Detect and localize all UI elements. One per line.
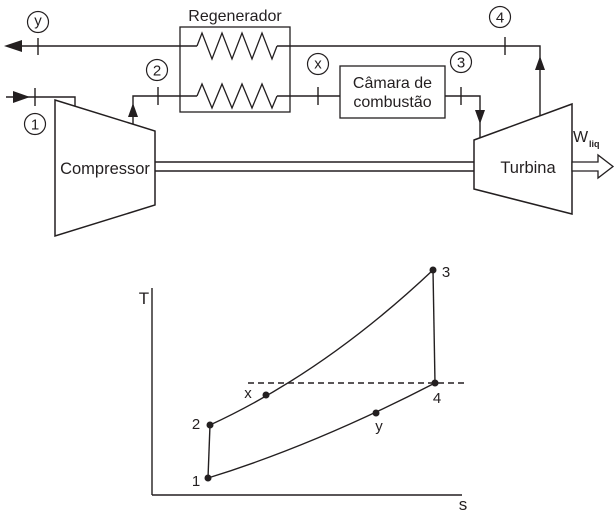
point-3-label: 3: [442, 264, 450, 281]
state-2-circle: [145, 58, 169, 82]
regenerator-box: [179, 26, 291, 113]
combustion-chamber-label-line2: combustão: [353, 94, 431, 111]
entropy-axis-label: s: [459, 495, 468, 514]
net-work-symbol: W: [573, 129, 589, 146]
state-3-circle: [449, 50, 473, 74]
ts-diagram: T s 1 2 x 3 4 y: [139, 264, 468, 514]
point-x-label: x: [244, 385, 252, 402]
point-2-dot: [206, 421, 214, 429]
state-3-label: 3: [457, 55, 465, 72]
state-y-circle: [26, 10, 50, 34]
net-work-subscript: liq: [589, 139, 600, 149]
point-4-label: 4: [433, 390, 441, 407]
point-1-dot: [204, 474, 212, 482]
combustion-outlet-line: [445, 95, 481, 138]
air-inlet-arrowhead: [13, 91, 30, 103]
point-1-label: 1: [192, 473, 200, 490]
process-4-1: [207, 382, 436, 479]
state-x-label: x: [314, 56, 322, 73]
temperature-axis-label: T: [139, 289, 149, 308]
state-y-label: y: [34, 13, 42, 30]
exhaust-outlet-arrowhead: [4, 40, 22, 52]
state-4-marker: 4: [488, 5, 512, 29]
regenerator-label: Regenerador: [188, 8, 282, 25]
process-2-3: [209, 269, 434, 426]
state-x-circle: [306, 52, 330, 76]
point-y-dot: [372, 409, 380, 417]
turbine-exhaust-line: [277, 45, 541, 116]
compressor-outlet-line: [132, 95, 197, 124]
process-1-2: [207, 424, 211, 479]
point-2-label: 2: [192, 416, 200, 433]
point-4-dot: [431, 379, 439, 387]
state-2-label: 2: [153, 63, 161, 80]
state-1-marker: 1: [23, 112, 47, 136]
state-2-marker: 2: [145, 58, 169, 82]
combustion-chamber-box: [339, 65, 446, 119]
state-1-circle: [23, 112, 47, 136]
compressor-body: [54, 98, 156, 238]
point-3-dot: [429, 266, 437, 274]
process-3-4: [432, 269, 436, 384]
turbine-inlet-arrowhead: [475, 110, 485, 124]
state-1-label: 1: [31, 117, 39, 134]
compressor-outlet-arrowhead: [128, 103, 138, 117]
regenerator-hot-coil: [196, 31, 278, 61]
combustion-chamber-label-line1: Câmara de: [353, 75, 432, 92]
turbine-label: Turbina: [500, 159, 556, 177]
state-y-marker: y: [26, 10, 50, 34]
point-x-dot: [262, 391, 270, 399]
regenerator-cold-coil: [196, 82, 278, 110]
state-4-circle: [488, 5, 512, 29]
point-y-label: y: [375, 418, 383, 435]
state-4-label: 4: [496, 10, 504, 27]
state-3-marker: 3: [449, 50, 473, 74]
turbine-exhaust-arrowhead: [535, 56, 545, 70]
net-work-output-arrow: [571, 153, 615, 180]
state-x-marker: x: [306, 52, 330, 76]
cycle-schematic: 1 Compressor 2 x Câmara de combustão: [4, 5, 615, 238]
compressor-label: Compressor: [60, 160, 150, 178]
